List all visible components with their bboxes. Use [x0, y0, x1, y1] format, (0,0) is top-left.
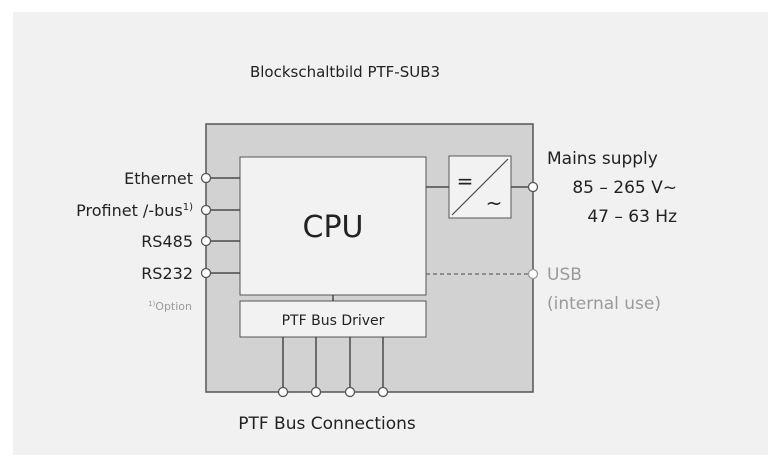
- rs232-label: RS232: [141, 264, 193, 283]
- option-footnote: 1)Option: [148, 300, 192, 313]
- rs485-port: [200, 235, 212, 247]
- ethernet-label: Ethernet: [124, 169, 193, 188]
- diagram-title: Blockschaltbild PTF-SUB3: [250, 63, 440, 81]
- bus-port-3: [344, 386, 356, 398]
- mains-port: [527, 181, 539, 193]
- cpu-block: [239, 156, 427, 296]
- dc-symbol: =: [457, 169, 474, 193]
- left-port-lines: [210, 177, 240, 274]
- mains-voltage: 85 – 265 V~: [572, 178, 677, 198]
- cpu-label: CPU: [303, 210, 364, 245]
- profinet-port: [200, 204, 212, 216]
- mains-title: Mains supply: [547, 149, 658, 169]
- bus-port-2: [310, 386, 322, 398]
- power-converter-block: = ~: [448, 155, 512, 219]
- bus-driver-label: PTF Bus Driver: [282, 313, 385, 329]
- mains-frequency: 47 – 63 Hz: [587, 207, 677, 227]
- ethernet-port: [200, 172, 212, 184]
- rs485-label: RS485: [141, 232, 193, 251]
- bus-driver-block: [239, 300, 427, 338]
- profinet-label: Profinet /-bus1): [76, 201, 193, 220]
- rs232-port: [200, 267, 212, 279]
- bus-connections-label: PTF Bus Connections: [238, 414, 416, 434]
- bus-port-1: [277, 386, 289, 398]
- usb-note: (internal use): [547, 294, 661, 314]
- bus-port-4: [377, 386, 389, 398]
- usb-port: [527, 268, 539, 280]
- ac-symbol: ~: [486, 191, 503, 215]
- usb-title: USB: [547, 265, 582, 285]
- bus-connection-lines: [282, 337, 384, 388]
